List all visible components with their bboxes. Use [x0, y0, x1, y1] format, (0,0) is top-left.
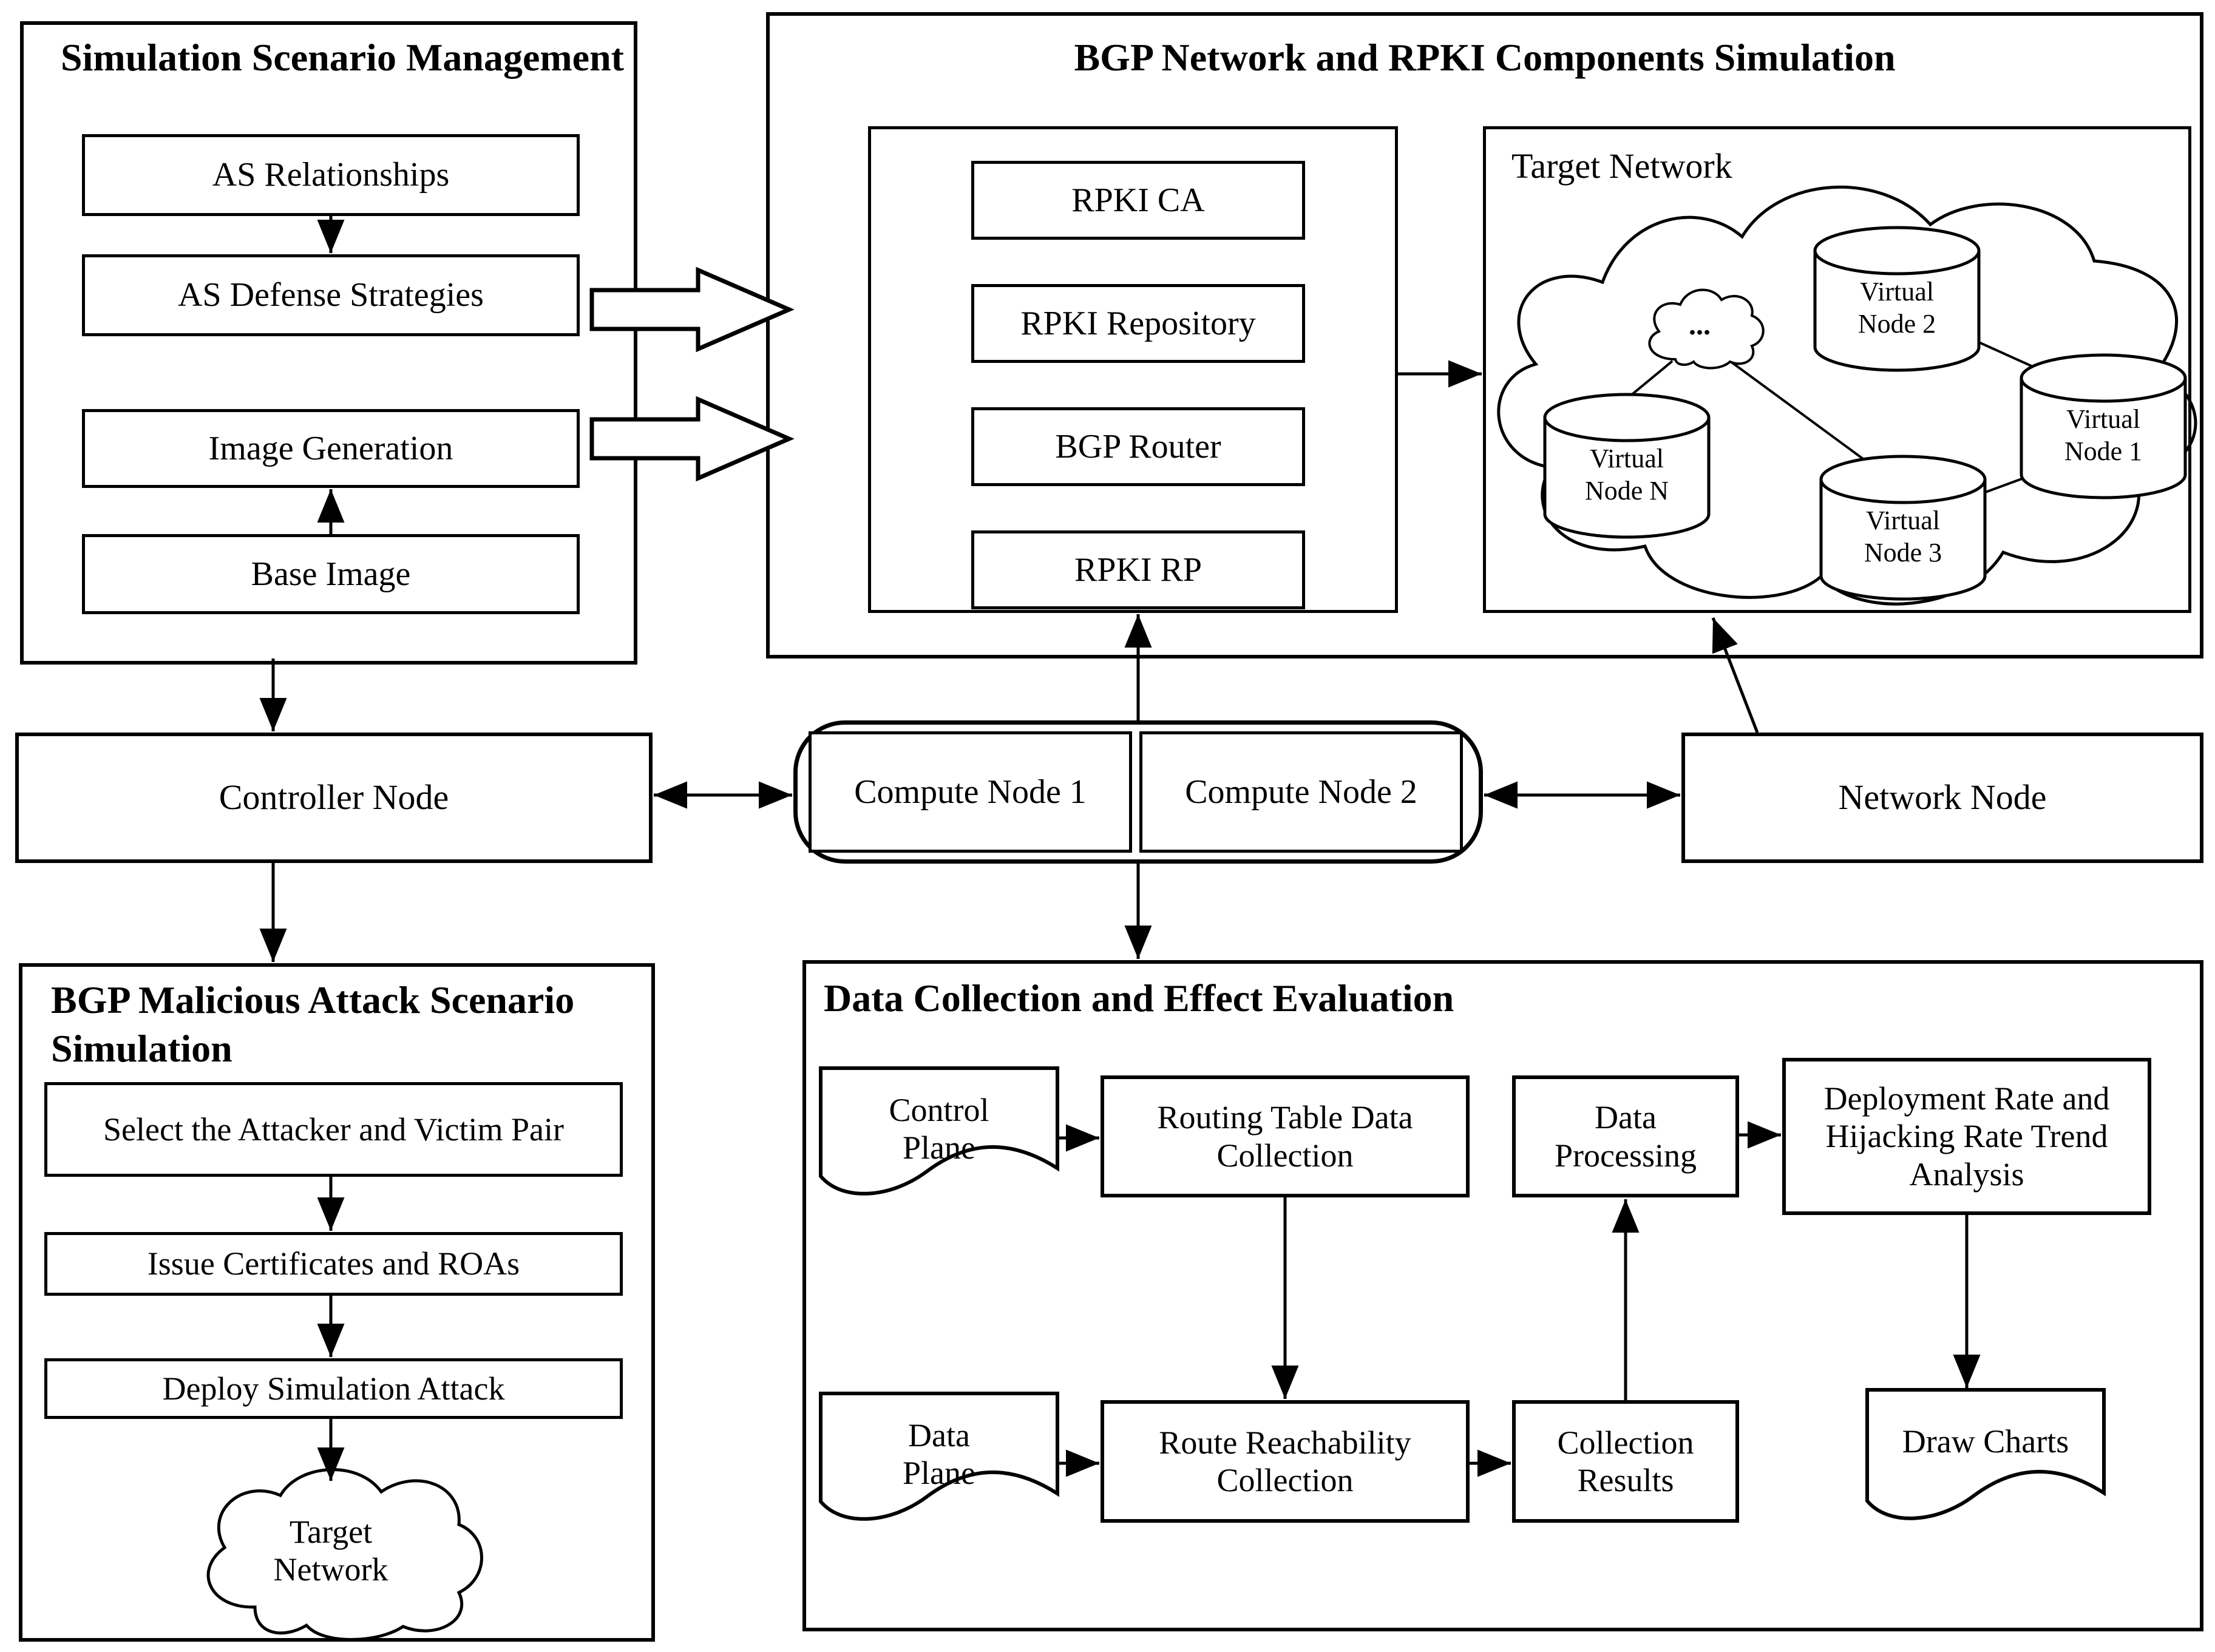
attack-target-cloud-label: Target Network [273, 1513, 388, 1588]
box-image-generation: Image Generation [82, 409, 580, 488]
box-collection-results-label: Collection Results [1557, 1424, 1694, 1498]
virtual-node-2-label: Virtual Node 2 [1857, 277, 1936, 339]
virtual-node-1-label: Virtual Node 1 [2064, 404, 2143, 466]
panel-attack-simulation-title: BGP Malicious Attack Scenario Simulation [51, 978, 575, 1070]
box-select-pair-label: Select the Attacker and Victim Pair [103, 1111, 565, 1148]
compute-node-1-box: Compute Node 1 [809, 731, 1132, 853]
panel-data-collection-title: Data Collection and Effect Evaluation [824, 977, 1454, 1020]
box-deploy-attack-label: Deploy Simulation Attack [162, 1370, 505, 1407]
box-as-defense-strategies-label: AS Defense Strategies [178, 276, 484, 314]
box-as-defense-strategies: AS Defense Strategies [82, 254, 580, 336]
box-base-image-label: Base Image [251, 555, 411, 593]
panel-scenario-management-title: Simulation Scenario Management [61, 36, 624, 79]
box-bgp-router-label: BGP Router [1055, 427, 1221, 465]
box-deployment-analysis-label: Deployment Rate and Hijacking Rate Trend… [1823, 1080, 2110, 1193]
box-rpki-ca-label: RPKI CA [1071, 181, 1205, 219]
network-node-label: Network Node [1838, 777, 2047, 818]
virtual-node-n-label: Virtual Node N [1584, 444, 1669, 506]
panel-bgp-rpki-title: BGP Network and RPKI Components Simulati… [1074, 36, 1896, 79]
box-issue-certs-label: Issue Certificates and ROAs [147, 1245, 520, 1282]
box-select-pair: Select the Attacker and Victim Pair [44, 1082, 623, 1177]
controller-node-label: Controller Node [219, 777, 449, 818]
box-as-relationships-label: AS Relationships [212, 156, 450, 194]
draw-charts-label: Draw Charts [1902, 1423, 2069, 1460]
compute-nodes-container [793, 720, 1483, 864]
compute-node-2-label: Compute Node 2 [1185, 773, 1417, 811]
data-plane-label: Data Plane [903, 1417, 975, 1491]
box-as-relationships: AS Relationships [82, 134, 580, 216]
box-rpki-rp: RPKI RP [971, 530, 1305, 609]
box-rpki-repository-label: RPKI Repository [1020, 304, 1256, 342]
box-rpki-repository: RPKI Repository [971, 284, 1305, 363]
box-data-processing: Data Processing [1512, 1075, 1739, 1197]
box-deploy-attack: Deploy Simulation Attack [44, 1358, 623, 1419]
box-deployment-analysis: Deployment Rate and Hijacking Rate Trend… [1782, 1058, 2151, 1215]
control-plane-label: Control Plane [889, 1091, 989, 1166]
target-network-title: Target Network [1511, 146, 1732, 186]
controller-node-box: Controller Node [15, 733, 653, 863]
box-route-reachability-label: Route Reachability Collection [1159, 1424, 1411, 1498]
rpki-components-box [868, 126, 1398, 613]
compute-node-2-box: Compute Node 2 [1139, 731, 1463, 853]
box-collection-results: Collection Results [1512, 1400, 1739, 1523]
box-routing-table-collection: Routing Table Data Collection [1101, 1075, 1470, 1197]
panel-data-collection [802, 960, 2203, 1631]
virtual-node-3-label: Virtual Node 3 [1864, 506, 1942, 567]
box-issue-certs: Issue Certificates and ROAs [44, 1232, 623, 1296]
box-data-processing-label: Data Processing [1555, 1099, 1697, 1174]
box-rpki-rp-label: RPKI RP [1074, 550, 1202, 589]
ellipsis-label: ... [1689, 308, 1711, 341]
box-route-reachability: Route Reachability Collection [1101, 1400, 1470, 1523]
compute-node-1-label: Compute Node 1 [854, 773, 1087, 811]
box-routing-table-collection-label: Routing Table Data Collection [1157, 1099, 1413, 1174]
box-rpki-ca: RPKI CA [971, 161, 1305, 240]
box-base-image: Base Image [82, 534, 580, 614]
box-bgp-router: BGP Router [971, 407, 1305, 486]
box-image-generation-label: Image Generation [208, 429, 453, 467]
network-node-box: Network Node [1681, 733, 2203, 863]
